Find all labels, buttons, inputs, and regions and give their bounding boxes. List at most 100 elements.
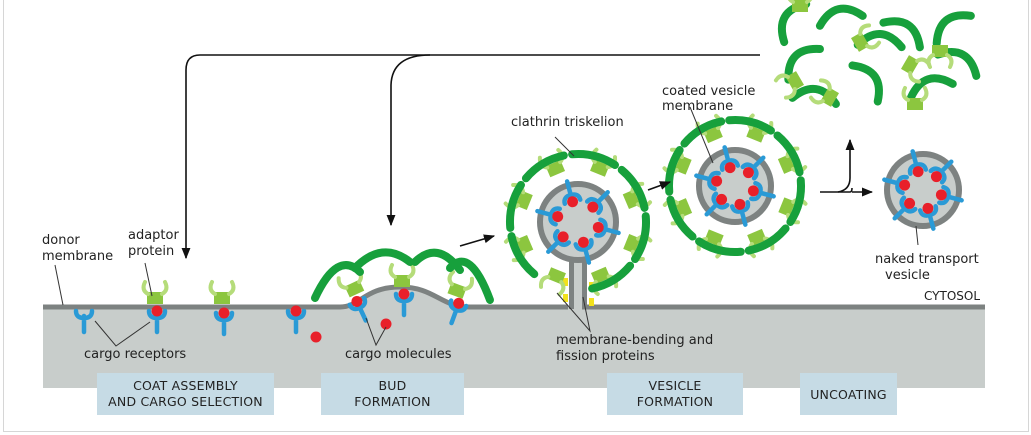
cargo-receptor (917, 202, 939, 231)
fission-protein (589, 298, 594, 306)
clathrin-triskelion (506, 180, 525, 232)
cargo-receptor (729, 198, 751, 227)
cargo-molecule (922, 202, 934, 214)
cargo-molecule (716, 193, 728, 205)
stage-label: AND CARGO SELECTION (108, 394, 263, 409)
arrow-bud-to-vesicle (459, 234, 496, 247)
clathrin-triskelion (588, 261, 635, 293)
cargo-receptor (694, 170, 723, 192)
clathrin-triskelion (773, 131, 804, 177)
donor-compartment (43, 287, 985, 388)
adaptor-protein (208, 280, 236, 304)
adaptor-body (515, 234, 534, 255)
adaptor-protein (538, 267, 566, 297)
adaptor-protein (851, 23, 882, 52)
receptor-shape (347, 295, 369, 323)
clathrin-triskelion (507, 232, 539, 279)
adaptor-protein-label-2: protein (128, 244, 174, 259)
cargo-receptor (573, 236, 594, 265)
cargo-molecule (557, 231, 569, 243)
adaptor-body (932, 45, 948, 57)
adaptor-arms (901, 86, 929, 102)
clathrin-triskelion (446, 257, 494, 304)
arrow-vesicle-to-coated (647, 181, 672, 191)
adaptor-arms (787, 0, 813, 4)
arrow-uncoating (820, 188, 872, 192)
recycle-arrow-to-bud (386, 54, 431, 227)
stage-bud-formation: BUD FORMATION (321, 373, 464, 415)
adaptor-body (394, 275, 410, 287)
adaptor-body (590, 266, 611, 285)
adaptor-protein (141, 280, 169, 304)
coated-vesicle-label-2: membrane (662, 99, 733, 114)
cargo-molecule (711, 175, 723, 187)
cargo-molecule (310, 331, 322, 343)
stage-label: COAT ASSEMBLY (133, 378, 238, 393)
clathrin-triskelion (848, 61, 883, 106)
adaptor-body (747, 228, 767, 247)
cargo-receptor (73, 308, 95, 335)
cargo-molecule (552, 211, 564, 223)
adaptor-arms (208, 280, 236, 296)
cargo-molecule (398, 288, 410, 300)
cargo-molecule (453, 297, 465, 309)
receptor-shape (213, 310, 235, 337)
clathrin-triskelion (568, 150, 620, 169)
receptor-shape (593, 217, 621, 238)
cargo-molecule (592, 221, 604, 233)
stage-uncoating: UNCOATING (800, 373, 897, 415)
adaptor-protein (787, 0, 813, 12)
stage-label: FORMATION (354, 394, 430, 409)
adaptor-body (901, 55, 920, 75)
receptor-shape (729, 200, 751, 227)
cargo-receptor (393, 288, 415, 318)
clathrin-triskelion (786, 176, 805, 226)
adaptor-body (674, 155, 692, 175)
adaptor-body (778, 197, 796, 217)
adaptor-arms (773, 73, 797, 100)
adaptor-protein (447, 269, 475, 299)
receptor-shape (704, 191, 730, 217)
cargo-molecule (724, 162, 736, 174)
stage-vesicle-formation: VESICLE FORMATION (607, 373, 743, 415)
receptor-shape (917, 204, 939, 231)
receptor-shape (892, 195, 918, 221)
adaptor-body (820, 87, 839, 107)
adaptor-arms (926, 53, 954, 69)
adaptor-body (147, 292, 163, 304)
stage-label: VESICLE (648, 378, 701, 393)
naked-vesicle-label-1: naked transport (875, 252, 979, 267)
cargo-receptor (892, 195, 918, 221)
recycle-arrow-to-adaptor (181, 54, 760, 260)
receptor-shape (907, 149, 929, 176)
adaptor-protein (388, 263, 416, 287)
stage-label: BUD (379, 378, 407, 393)
cargo-receptor (535, 206, 564, 227)
cargo-receptor (213, 307, 235, 337)
clathrin-triskelion (351, 248, 414, 272)
fission-protein (563, 278, 568, 286)
cargo-molecule (912, 166, 924, 178)
clathrin-triskelion (695, 237, 745, 256)
cargo-molecule (747, 185, 759, 197)
membrane-bending-label-2: fission proteins (556, 349, 655, 364)
adaptor-body (746, 125, 766, 143)
cargo-molecule (577, 236, 589, 248)
adaptor-protein (901, 86, 929, 110)
receptor-shape (535, 206, 563, 227)
clathrin-triskelion (631, 212, 650, 264)
clathrin-triskelion (680, 117, 726, 148)
cargo-molecule (380, 318, 392, 330)
cargo-molecule (151, 305, 163, 317)
cargo-molecule (351, 295, 363, 307)
adaptor-body (214, 292, 230, 304)
adaptor-body (545, 159, 566, 178)
arrow-coat-release (837, 138, 855, 193)
cargo-receptor (592, 217, 621, 238)
figure-frame (3, 0, 1029, 432)
adaptor-protein (773, 71, 804, 100)
leader-lines (54, 106, 919, 347)
donor-membrane (43, 284, 985, 310)
receptor-shape (719, 145, 741, 172)
